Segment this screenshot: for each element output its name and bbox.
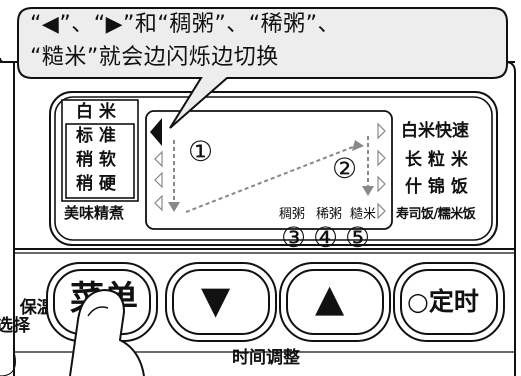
circled-number-2: ② (332, 152, 358, 185)
up-arrow-icon: ▲ (315, 276, 345, 320)
circled-number-1: ① (188, 135, 214, 168)
circled-number-3: ③ (281, 221, 307, 254)
left-item-standard: 标 准 (76, 126, 116, 146)
left-indicator-active (150, 118, 162, 146)
lcd-screen (145, 110, 393, 230)
time-down-button[interactable]: ▼ (165, 262, 277, 342)
right-item-mixed-rice: 什 锦 饭 (405, 177, 468, 197)
left-mode-box (61, 99, 139, 202)
down-arrow-icon: ▼ (201, 278, 231, 322)
circled-number-4: ④ (313, 221, 339, 254)
callout-bubble (17, 7, 508, 129)
time-up-button-inner (286, 269, 384, 335)
option-thick-porridge: 稠粥 (279, 207, 306, 222)
timer-button-label: ○定时 (407, 287, 479, 316)
time-adjust-label: 时间调整 (232, 348, 300, 368)
right-item-quick-white-rice: 白米快速 (401, 121, 469, 141)
sequence-arrowheads (168, 140, 374, 212)
left-item-slightly-soft: 稍 软 (76, 150, 116, 170)
callout-line-1: “◀”、“▶”和“稠粥”、“稀粥”、 (30, 12, 341, 37)
timer-button[interactable]: ○定时 (393, 262, 505, 342)
circled-number-5: ⑤ (345, 221, 371, 254)
right-item-long-grain: 长 粒 米 (405, 150, 468, 170)
left-item-slightly-hard: 稍 硬 (76, 174, 116, 194)
time-up-button[interactable]: ▲ (279, 262, 391, 342)
callout-line-2: “糙米”就会边闪烁边切换 (30, 45, 279, 70)
right-indicators (377, 122, 386, 220)
left-footer-label: 美味精煮 (64, 204, 125, 222)
display-inner-frame (54, 96, 493, 241)
option-thin-porridge: 稀粥 (316, 207, 343, 222)
left-item-white-rice: 白 米 (76, 102, 116, 122)
keep-warm-label: 保温 选择 (0, 297, 54, 337)
right-item-sushi-glutinous: 寿司饭/糯米饭 (396, 207, 476, 222)
left-mode-subbox (65, 123, 135, 199)
timer-button-inner (400, 269, 498, 335)
left-indicators (154, 150, 163, 212)
sequence-arrows (173, 136, 369, 213)
time-down-button-inner (172, 269, 270, 335)
option-brown-rice: 糙米 (350, 207, 377, 222)
